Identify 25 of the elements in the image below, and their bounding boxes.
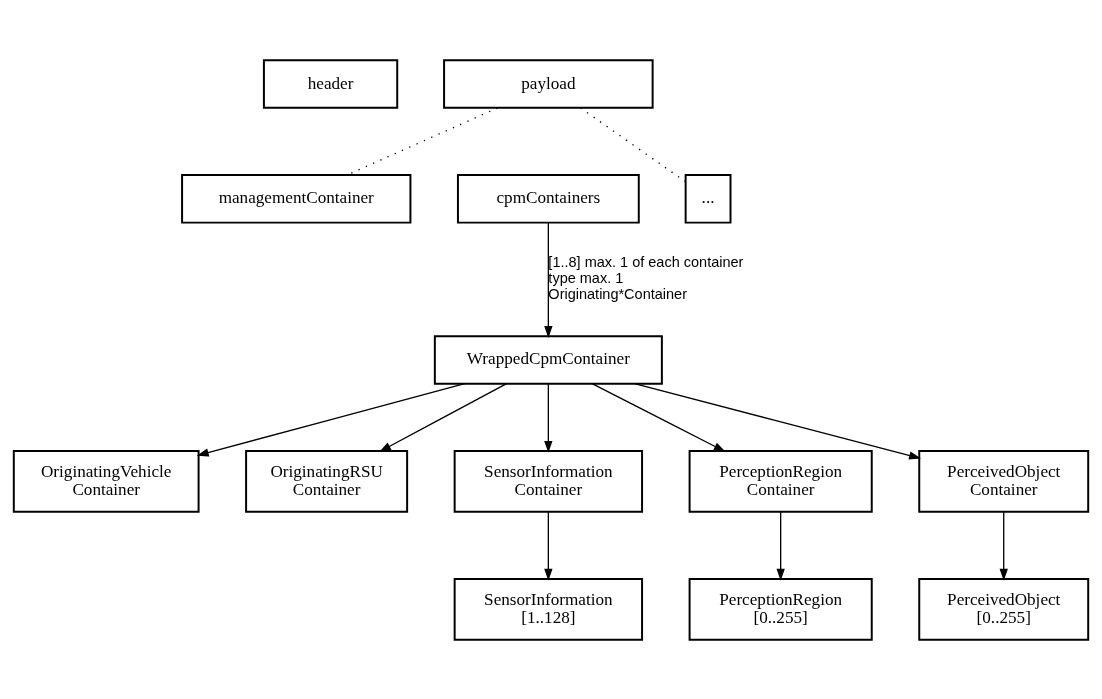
arrow	[544, 510, 553, 581]
arrow	[633, 382, 921, 459]
node-box: PerceptionRegion Container	[688, 449, 873, 513]
node-box: SensorInformation Container	[453, 449, 644, 513]
node-box: managementContainer	[181, 173, 412, 224]
node-box: OriginatingVehicle Container	[12, 449, 200, 513]
node-box: PerceivedObject Container	[918, 449, 1090, 513]
arrow	[591, 382, 726, 452]
edge-label: [1..8] max. 1 of each container type max. 1 Originating*Container	[548, 253, 744, 302]
node-box: payload	[443, 58, 654, 109]
arrow	[999, 510, 1008, 581]
arrow	[776, 510, 785, 581]
node-box: ...	[684, 173, 732, 224]
arrow	[544, 221, 553, 338]
arrow	[544, 382, 553, 453]
node-box: OriginatingRSU Container	[245, 449, 409, 513]
arrow	[379, 382, 507, 452]
node-box: PerceivedObject [0..255]	[918, 577, 1090, 641]
node-box: header	[262, 58, 399, 109]
node-box: cpmContainers	[456, 173, 640, 224]
node-box: SensorInformation [1..128]	[453, 577, 644, 641]
node-box: WrappedCpmContainer	[433, 334, 663, 385]
arrow	[196, 382, 466, 457]
node-box: PerceptionRegion [0..255]	[688, 577, 873, 641]
connector	[580, 106, 687, 182]
